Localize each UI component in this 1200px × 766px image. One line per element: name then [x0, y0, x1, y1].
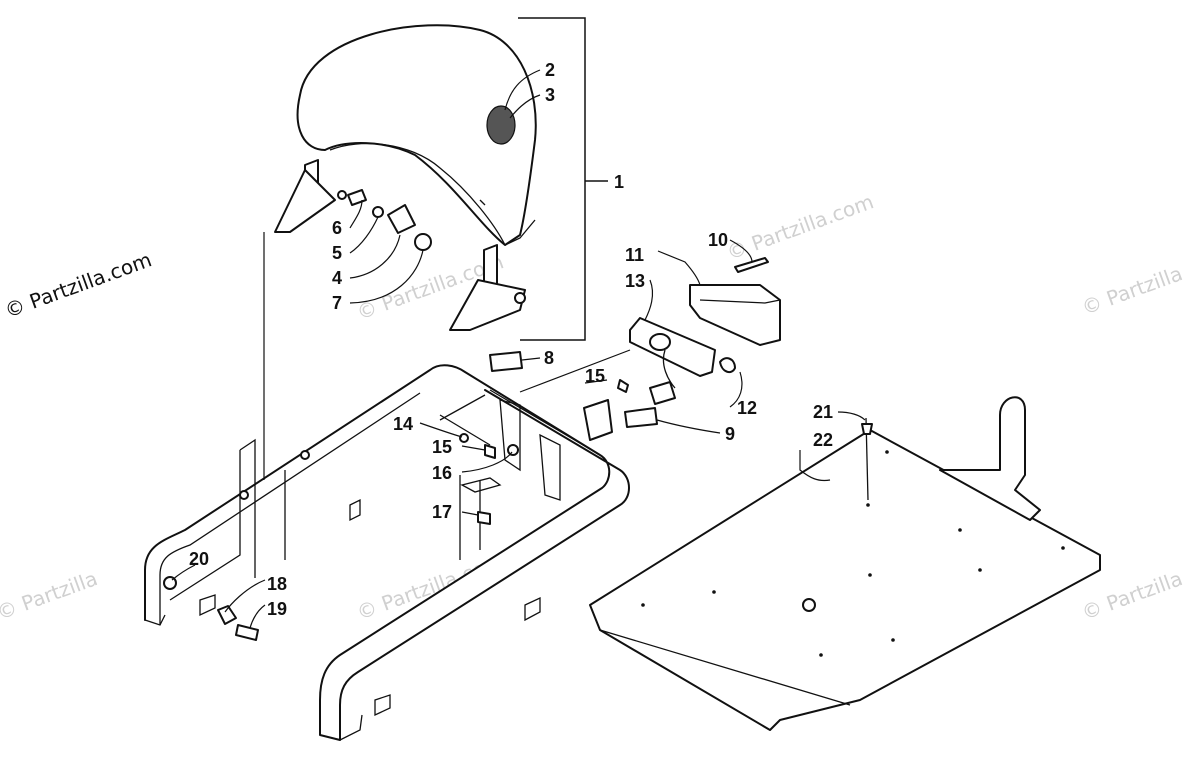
callout-3: 3: [545, 85, 555, 105]
decal-9: [624, 407, 658, 428]
callout-10: 10: [708, 230, 728, 250]
callout-6: 6: [332, 218, 342, 238]
callout-7: 7: [332, 293, 342, 313]
callout-11: 11: [625, 245, 644, 265]
floor-plate: [589, 396, 1101, 731]
grommet-20: [163, 576, 177, 590]
callout-15a: 15: [585, 366, 605, 386]
callout-19: 19: [267, 599, 287, 619]
callout-2: 2: [545, 60, 555, 80]
callout-17: 17: [432, 502, 452, 522]
callout-4: 4: [332, 268, 342, 288]
watermark: © Partzilla.com: [724, 189, 877, 264]
callout-12: 12: [737, 398, 757, 418]
rack-fasteners: [217, 379, 629, 641]
callout-13: 13: [625, 271, 645, 291]
callout-20: 20: [189, 549, 209, 569]
callout-9: 9: [725, 424, 735, 444]
watermark: © Partzilla: [0, 566, 101, 625]
leader-lines: [171, 69, 866, 629]
callout-5: 5: [332, 243, 342, 263]
watermark-dark: © Partzilla.com: [2, 247, 155, 322]
callout-14: 14: [393, 414, 413, 434]
callouts: 1 2 3 4 5 6 7 8 9 10 11 12 13 14 15 15 1…: [189, 60, 833, 619]
callout-15b: 15: [432, 437, 452, 457]
callout-1: 1: [614, 172, 624, 192]
callout-8: 8: [544, 348, 554, 368]
taillight-assembly: [489, 257, 781, 428]
callout-22: 22: [813, 430, 833, 450]
rear-rack: [144, 364, 630, 741]
callout-16: 16: [432, 463, 452, 483]
backrest-hardware: [347, 189, 432, 251]
watermark: © Partzilla: [1079, 261, 1186, 320]
callout-21: 21: [813, 402, 833, 422]
decal-8: [489, 351, 523, 372]
light-alignment-line: [519, 349, 631, 393]
perforation-patch: [486, 105, 516, 145]
assembly-bracket: [518, 17, 586, 341]
backrest-frame: [274, 159, 526, 331]
watermark: © Partzilla: [1079, 566, 1186, 625]
backrest-cushion: [296, 24, 537, 246]
callout-18: 18: [267, 574, 287, 594]
